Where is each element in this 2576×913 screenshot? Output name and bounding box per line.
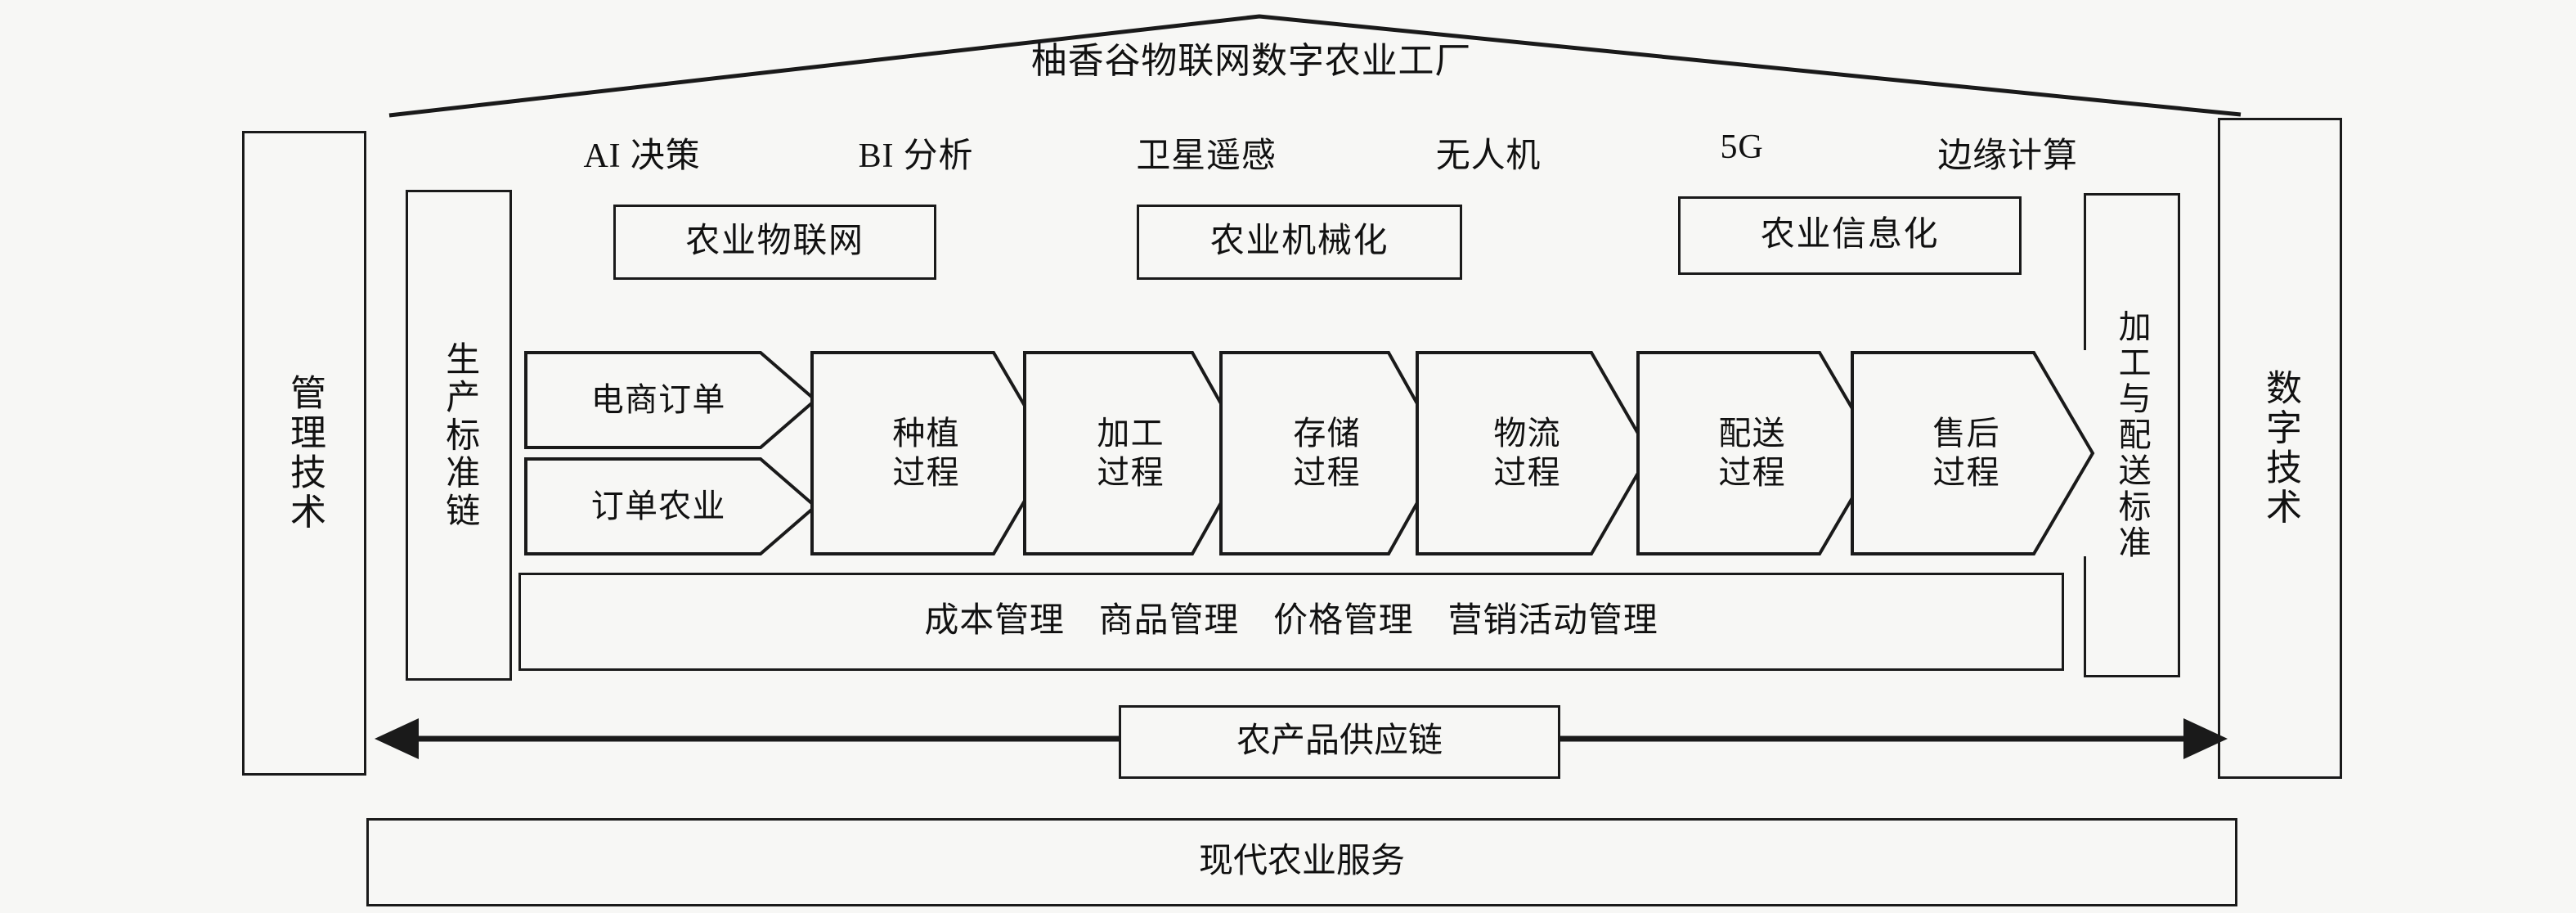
mgmt-item-product: 商品管理 <box>1098 602 1240 641</box>
tech-label-ai: AI 决策 <box>583 137 701 175</box>
domain-box-agri-mechanization: 农业机械化 <box>1137 205 1462 280</box>
footer-modern-agri-service: 现代农业服务 <box>366 818 2237 906</box>
mgmt-item-marketing: 营销活动管理 <box>1447 602 1658 641</box>
management-bar: 成本管理 商品管理 价格管理 营销活动管理 <box>518 573 2064 671</box>
mgmt-item-price: 价格管理 <box>1273 602 1414 641</box>
mgmt-item-cost: 成本管理 <box>924 602 1065 641</box>
chevron-delivery-process: 配送 过程 <box>1636 350 1881 556</box>
chevron-contract-farming: 订单农业 <box>523 456 818 556</box>
chevron-planting-process: 种植 过程 <box>810 350 1055 556</box>
supply-chain-box: 农产品供应链 <box>1119 705 1560 779</box>
tech-label-edge-computing: 边缘计算 <box>1937 137 2078 175</box>
diagram-title: 柚香谷物联网数字农业工厂 <box>1030 41 1472 81</box>
chevron-label: 物流 过程 <box>1493 415 1561 491</box>
chevron-ecommerce-order: 电商订单 <box>523 350 818 450</box>
chevron-label: 订单农业 <box>590 488 726 524</box>
chevron-label: 电商订单 <box>590 381 726 418</box>
standard-processing-delivery: 加工与配送标准 <box>2084 193 2180 677</box>
pillar-digital-technology: 数字技术 <box>2218 118 2342 779</box>
chevron-label: 种植 过程 <box>892 415 960 491</box>
chevron-processing-process: 加工 过程 <box>1022 350 1251 556</box>
chevron-label: 售后 过程 <box>1932 415 2000 491</box>
chevron-logistics-process: 物流 过程 <box>1415 350 1652 556</box>
tech-label-drone: 无人机 <box>1435 137 1542 175</box>
domain-box-agri-iot: 农业物联网 <box>613 205 936 280</box>
chevron-aftersales-process: 售后 过程 <box>1850 350 2095 556</box>
chevron-storage-process: 存储 过程 <box>1218 350 1447 556</box>
chevron-label: 加工 过程 <box>1097 415 1165 491</box>
standard-production-chain: 生产标准链 <box>406 190 512 681</box>
chevron-label: 存储 过程 <box>1293 415 1361 491</box>
tech-label-bi: BI 分析 <box>858 137 974 175</box>
tech-label-5g: 5G <box>1720 128 1764 166</box>
pillar-management-technology: 管理技术 <box>242 131 366 776</box>
chevron-label: 配送 过程 <box>1718 415 1786 491</box>
tech-label-satellite: 卫星遥感 <box>1136 137 1277 175</box>
domain-box-agri-informatization: 农业信息化 <box>1678 196 2022 275</box>
